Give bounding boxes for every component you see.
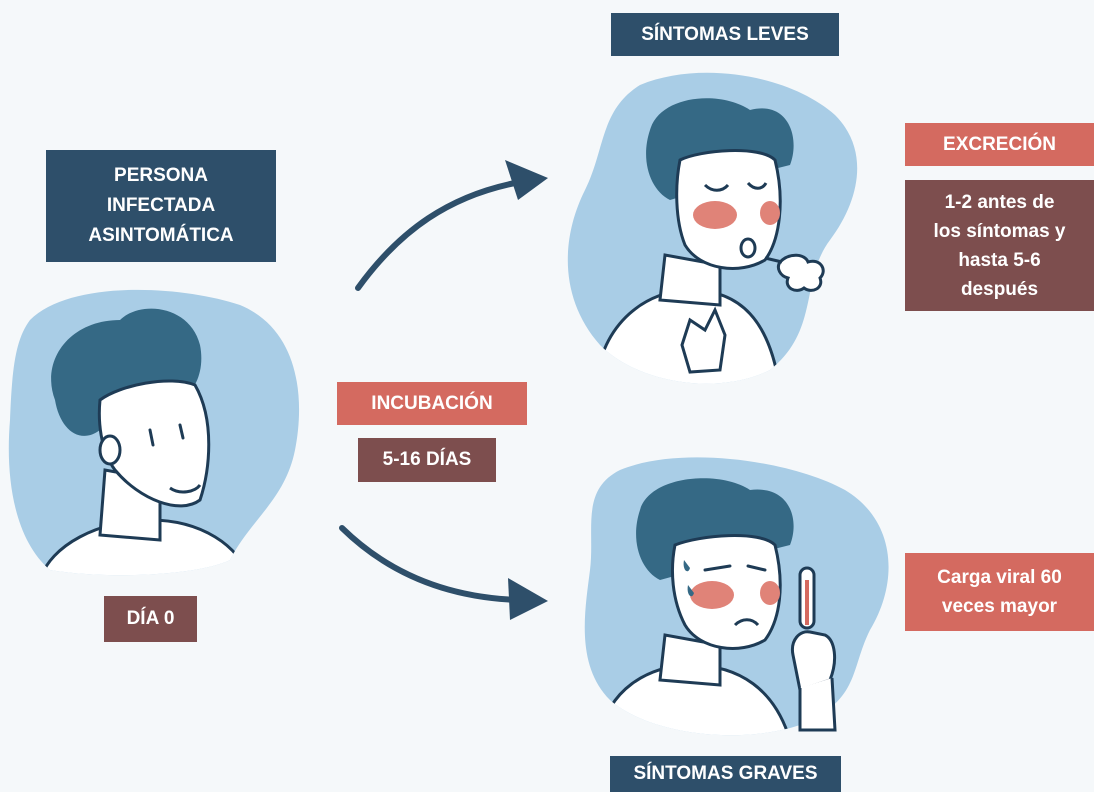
arrow-to-mild bbox=[355, 160, 548, 291]
incubation-label: INCUBACIÓN bbox=[337, 382, 527, 425]
incubation-days: 5-16 DÍAS bbox=[358, 438, 496, 482]
viral-load-note: Carga viral 60 veces mayor bbox=[905, 553, 1094, 631]
excretion-label: EXCRECIÓN bbox=[905, 123, 1094, 166]
mild-symptoms-title: SÍNTOMAS LEVES bbox=[611, 13, 839, 56]
arrow-to-severe bbox=[339, 525, 548, 620]
severe-symptoms-person-illustration bbox=[584, 457, 889, 736]
asymptomatic-person-title: PERSONA INFECTADA ASINTOMÁTICA bbox=[46, 150, 276, 262]
asymptomatic-person-illustration bbox=[8, 289, 300, 576]
mild-symptoms-person-illustration bbox=[567, 72, 858, 384]
day-zero-badge: DÍA 0 bbox=[104, 596, 197, 642]
excretion-detail: 1-2 antes de los síntomas y hasta 5-6 de… bbox=[905, 180, 1094, 311]
severe-symptoms-title: SÍNTOMAS GRAVES bbox=[610, 756, 841, 792]
